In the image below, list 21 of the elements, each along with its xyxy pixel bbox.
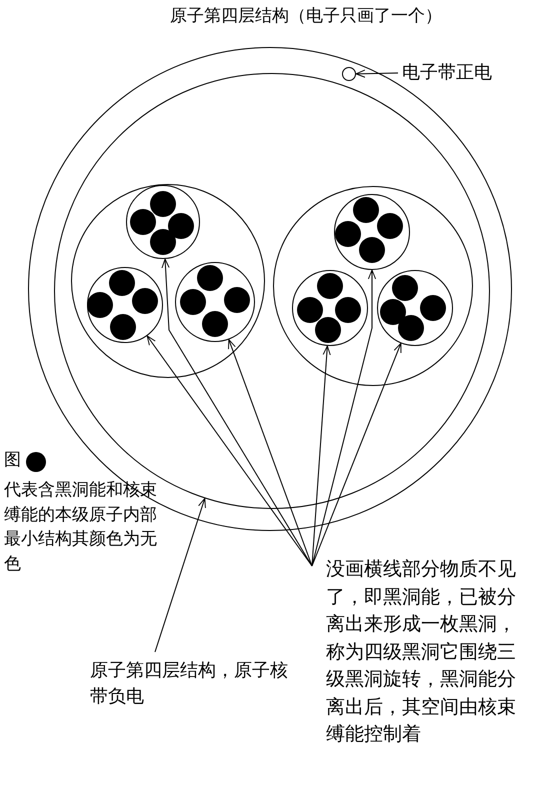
particle-circle xyxy=(334,194,410,270)
particle-circle xyxy=(87,267,163,343)
particle-circle xyxy=(377,270,453,346)
arrow xyxy=(356,70,398,78)
group-circle xyxy=(71,184,265,378)
particle-circle xyxy=(175,262,255,342)
arrow xyxy=(154,498,206,652)
arrow xyxy=(312,345,331,566)
arrow xyxy=(146,335,312,566)
title: 原子第四层结构（电子只画了一个） xyxy=(170,5,442,28)
callout-text: 电子带正电 xyxy=(402,60,542,86)
particle-circle xyxy=(292,270,368,346)
callout-text: 原子第四层结构，原子核带负电 xyxy=(90,658,290,710)
arrow xyxy=(312,342,402,566)
particle-circle xyxy=(126,185,200,259)
legend-caption: 图 xyxy=(4,449,21,472)
electron-circle xyxy=(342,67,356,81)
group-circle xyxy=(273,186,473,386)
arrow xyxy=(228,339,312,566)
legend-text: 代表含黑洞能和核束缚能的本级原子内部最小结构其颜色为无色 xyxy=(4,479,158,576)
callout-text: 没画横线部分物质不见了，即黑洞能，已被分离出来形成一枚黑洞，称为四级黑洞它围绕三级黑洞旋转，黑洞能分离出后，其空间由核束缚能控制着 xyxy=(326,556,531,749)
